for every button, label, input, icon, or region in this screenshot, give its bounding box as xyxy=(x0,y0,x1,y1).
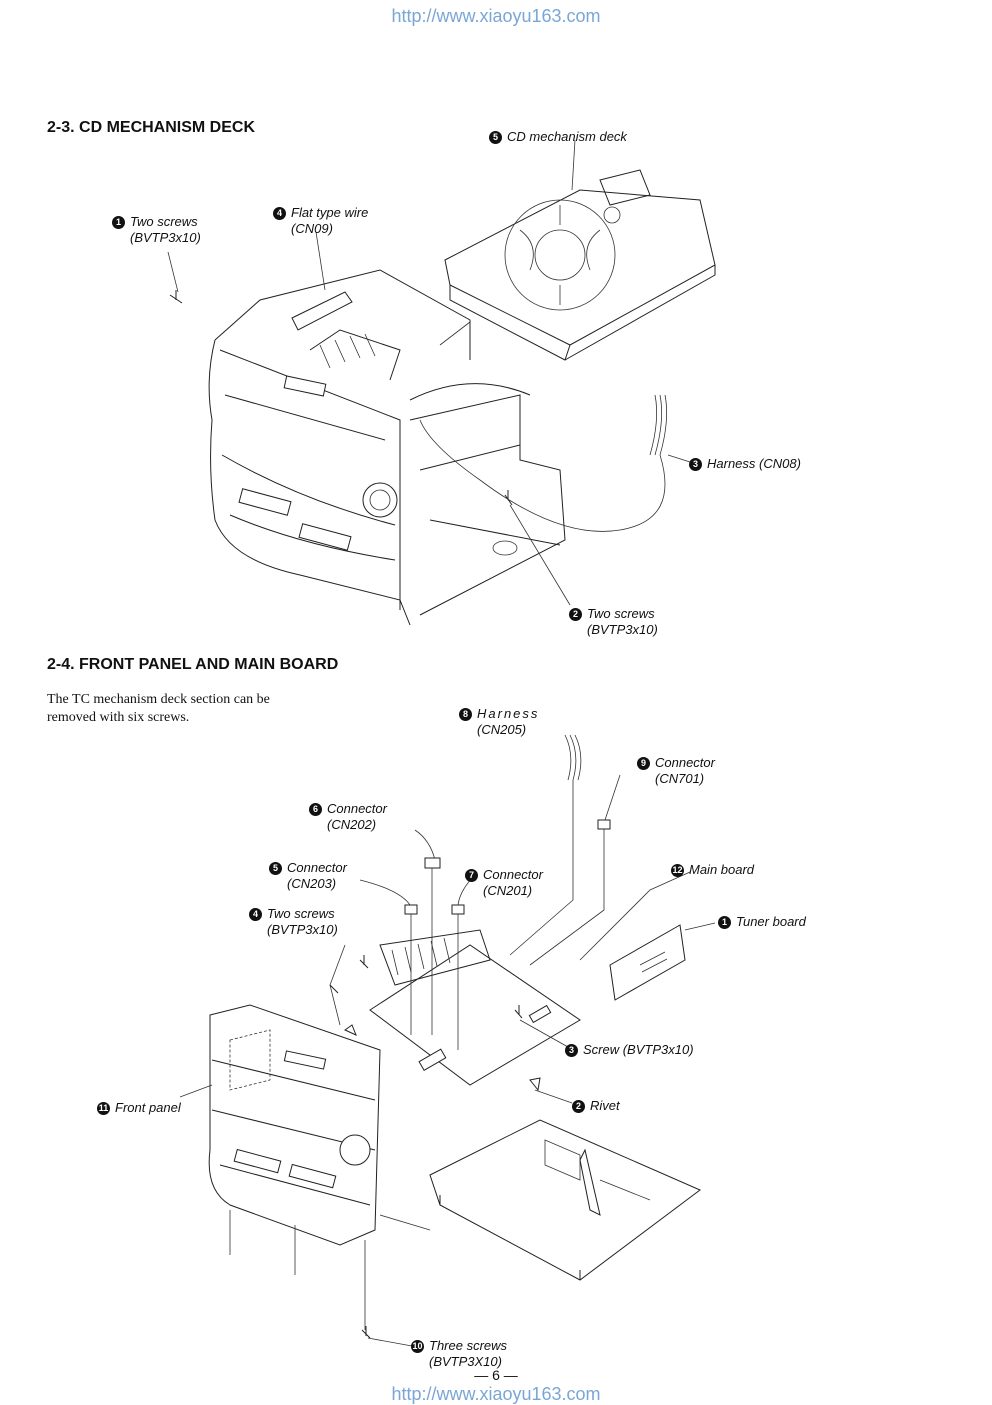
cd-section-chassis xyxy=(167,231,571,626)
callout-number: 12 xyxy=(671,864,684,877)
callout-screw: 3 Screw (BVTP3x10) xyxy=(565,1042,694,1058)
callout-number: 1 xyxy=(718,916,731,929)
main-board-drawing xyxy=(369,871,691,1086)
callout-label: Connector xyxy=(287,860,347,875)
callout-cd-two-screws-top: 1 Two screws (BVTP3x10) xyxy=(112,214,201,246)
callout-label: Two screws xyxy=(130,214,198,229)
callout-number: 7 xyxy=(465,869,478,882)
callout-sublabel: (CN09) xyxy=(291,221,333,236)
callout-number: 3 xyxy=(689,458,702,471)
callout-front-panel: 11 Front panel xyxy=(97,1100,181,1116)
callout-label: Three screws xyxy=(429,1338,508,1353)
callout-label: Connector xyxy=(655,755,715,770)
section-title-cd-mechanism: 2-3. CD MECHANISM DECK xyxy=(47,119,256,136)
callout-connector-cn203: 5 Connector (CN203) xyxy=(269,860,347,892)
callout-number: 4 xyxy=(249,908,262,921)
connectors-and-harnesses xyxy=(329,734,621,1104)
callout-number: 5 xyxy=(269,862,282,875)
callout-connector-cn202: 6 Connector (CN202) xyxy=(309,801,387,833)
page-number: — 6 — xyxy=(474,1367,518,1383)
callout-connector-cn701: 9 Connector (CN701) xyxy=(637,755,715,787)
cd-harness-drawing xyxy=(419,394,691,532)
callout-label: CD mechanism deck xyxy=(507,129,627,144)
callout-sublabel: (BVTP3X10) xyxy=(429,1354,502,1369)
callout-sublabel: (BVTP3x10) xyxy=(587,622,658,637)
callout-label: Flat type wire xyxy=(291,205,369,220)
callout-connector-cn201: 7 Connector (CN201) xyxy=(465,867,543,899)
callout-label: Main board xyxy=(689,862,755,877)
callout-number: 5 xyxy=(489,131,502,144)
callout-sublabel: (CN203) xyxy=(287,876,337,891)
callout-cd-harness: 3 Harness (CN08) xyxy=(689,456,801,472)
callout-label: Two screws xyxy=(587,606,655,621)
tuner-board-drawing xyxy=(609,922,716,1001)
callout-sublabel: (BVTP3x10) xyxy=(267,922,338,937)
footer-url[interactable]: http://www.xiaoyu163.com xyxy=(391,1384,601,1404)
front-panel-drawing xyxy=(179,1004,413,1347)
callout-number: 2 xyxy=(572,1100,585,1113)
callout-sublabel: (CN205) xyxy=(477,722,527,737)
callout-number: 10 xyxy=(411,1340,424,1353)
callout-number: 6 xyxy=(309,803,322,816)
callout-three-screws: 10 Three screws (BVTP3X10) xyxy=(411,1338,507,1370)
callout-number: 8 xyxy=(459,708,472,721)
callout-rivet: 2 Rivet xyxy=(572,1098,620,1114)
callout-cd-two-screws-bottom: 2 Two screws (BVTP3x10) xyxy=(569,606,658,638)
callout-number: 3 xyxy=(565,1044,578,1057)
callout-number: 9 xyxy=(637,757,650,770)
callout-sublabel: (CN701) xyxy=(655,771,705,786)
callout-label: Tuner board xyxy=(736,914,806,929)
intro-text: The TC mechanism deck section can be rem… xyxy=(47,692,270,725)
callout-label: Connector xyxy=(483,867,543,882)
callout-sublabel: (BVTP3x10) xyxy=(130,230,201,245)
callout-label: Front panel xyxy=(115,1100,181,1115)
callout-cd-mechanism-deck: 5 CD mechanism deck xyxy=(489,129,627,145)
callout-two-screws: 4 Two screws (BVTP3x10) xyxy=(249,906,338,938)
callout-sublabel: (CN201) xyxy=(483,883,533,898)
callout-label: Harness (CN08) xyxy=(707,456,801,471)
callout-label: Two screws xyxy=(267,906,335,921)
chassis-base-drawing xyxy=(379,1119,701,1281)
callout-cd-flat-type-wire: 4 Flat type wire (CN09) xyxy=(273,205,368,237)
cd-mechanism-deck-drawing xyxy=(439,139,716,361)
callout-sublabel: (CN202) xyxy=(327,817,377,832)
callout-label: Connector xyxy=(327,801,387,816)
header-url[interactable]: http://www.xiaoyu163.com xyxy=(391,6,601,26)
callout-number: 2 xyxy=(569,608,582,621)
callout-label: Harness xyxy=(477,706,540,721)
callout-number: 4 xyxy=(273,207,286,220)
callout-label: Screw (BVTP3x10) xyxy=(583,1042,694,1057)
section-title-front-panel: 2-4. FRONT PANEL AND MAIN BOARD xyxy=(47,656,339,673)
callout-number: 11 xyxy=(97,1102,110,1115)
callout-label: Rivet xyxy=(590,1098,620,1113)
callout-tuner-board: 1 Tuner board xyxy=(718,914,806,930)
callout-harness-cn205: 8 Harness (CN205) xyxy=(459,706,539,738)
callout-number: 1 xyxy=(112,216,125,229)
callout-main-board: 12 Main board xyxy=(671,862,754,878)
